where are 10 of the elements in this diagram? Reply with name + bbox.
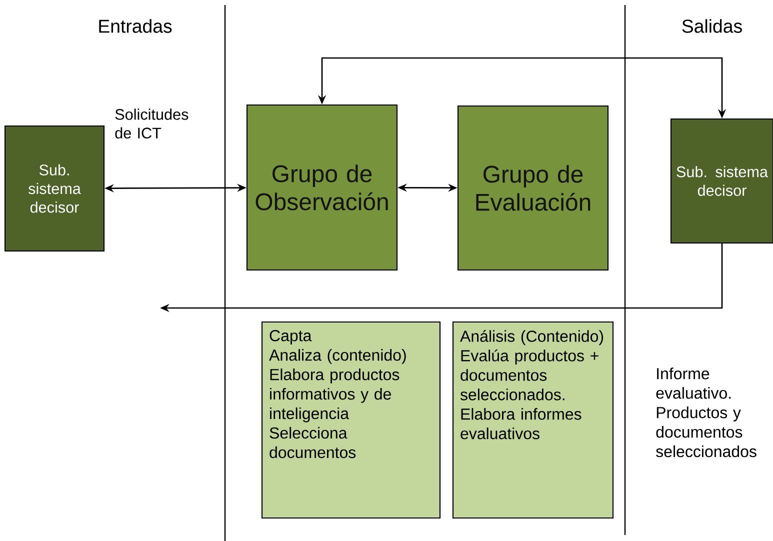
section-heading: Entradas xyxy=(99,19,172,33)
output-note: Informe evaluativo. Productos y documentos seleccionados xyxy=(656,368,756,458)
section-heading: Salidas xyxy=(682,19,742,33)
group-box: Grupo de Observación xyxy=(246,104,398,271)
task-list-box: Análisis (Contenido) Evalúa productos + documentos seleccionados. Elabora informes evaluativos xyxy=(452,321,614,519)
subsystem-box: Sub. sistema decisor xyxy=(670,118,773,244)
task-list-box: Capta Analiza (contenido) Elabora productos informativos y de inteligencia Selecciona documentos xyxy=(261,321,441,519)
group-box: Grupo de Evaluación xyxy=(457,105,609,271)
edge-label: Solicitudes de ICT xyxy=(115,108,188,138)
subsystem-box: Sub. sistema decisor xyxy=(4,125,105,252)
